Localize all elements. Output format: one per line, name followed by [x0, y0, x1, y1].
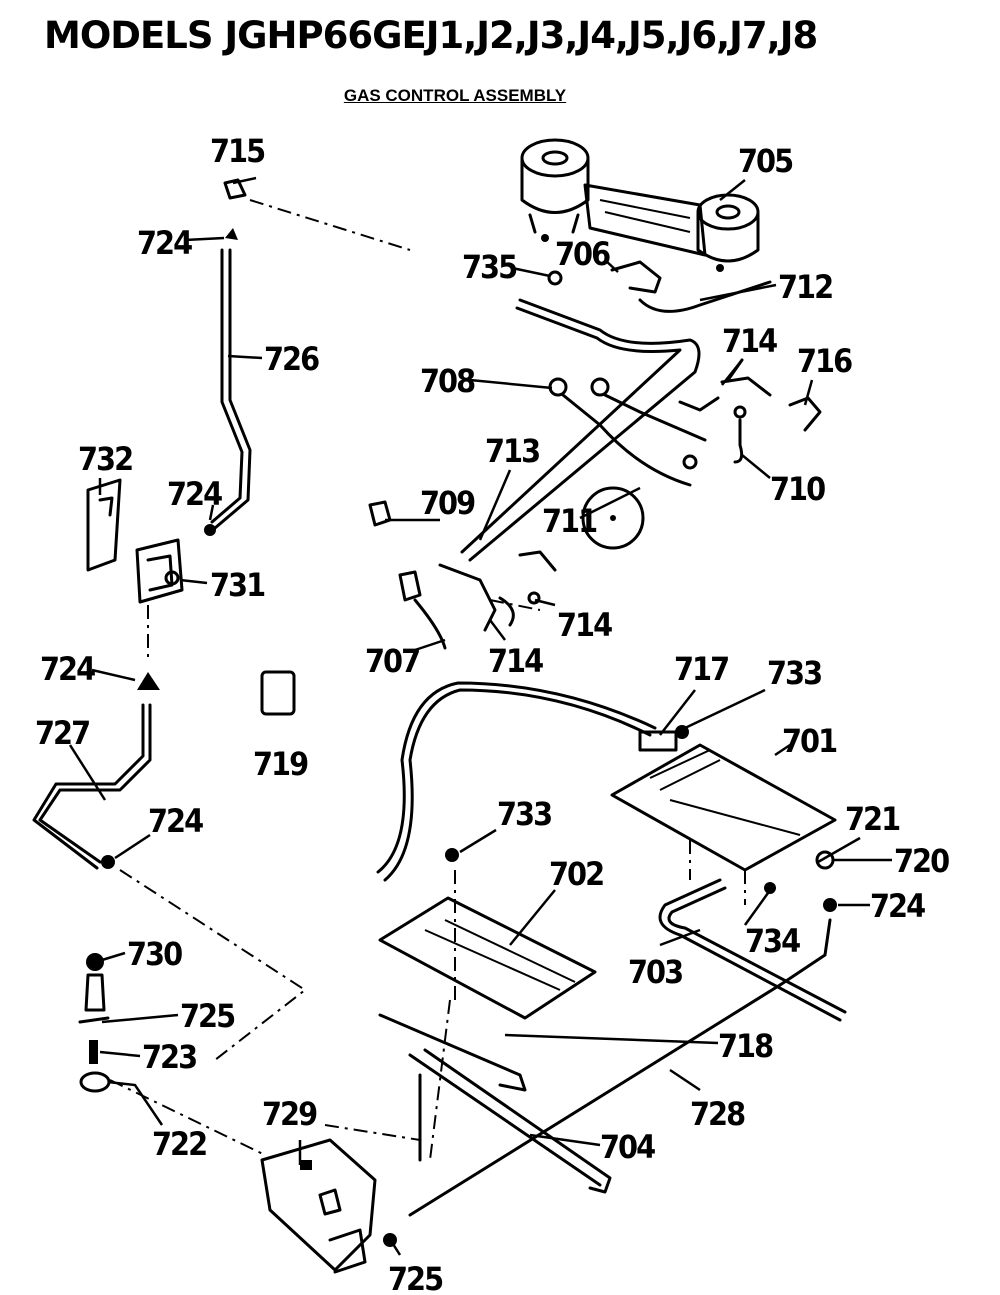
- label-726: 726: [264, 340, 319, 378]
- part-labels: 715 724 726 724 732 731 724 719 727 724 …: [35, 132, 951, 1295]
- label-702: 702: [549, 855, 603, 893]
- label-722: 722: [152, 1125, 206, 1163]
- label-731: 731: [210, 566, 265, 604]
- ignitor-711: [581, 486, 645, 550]
- burner-702: [378, 896, 597, 1020]
- label-724: 724: [137, 224, 192, 262]
- label-714: 714: [557, 606, 612, 644]
- label-714: 714: [488, 642, 543, 680]
- label-724: 724: [148, 802, 203, 840]
- leader-lines: [68, 176, 892, 1256]
- bracket-706: [547, 260, 772, 313]
- gas-tube-727: [32, 672, 160, 870]
- label-719: 719: [253, 745, 308, 783]
- label-717: 717: [674, 650, 728, 688]
- valves-lower-707-709-714: [368, 500, 557, 650]
- label-730: 730: [127, 935, 182, 973]
- label-729: 729: [262, 1095, 317, 1133]
- assembly-guide-lines: [109, 199, 746, 1161]
- burner-701: [376, 681, 837, 882]
- diagram-subtitle: GAS CONTROL ASSEMBLY: [343, 86, 567, 105]
- label-711: 711: [542, 502, 597, 540]
- page-title: MODELS JGHP66GEJ1,J2,J3,J4,J5,J6,J7,J8: [44, 14, 818, 57]
- label-714: 714: [722, 322, 777, 360]
- label-701: 701: [782, 722, 837, 760]
- label-706: 706: [555, 235, 610, 273]
- label-732: 732: [78, 440, 132, 478]
- gas-tube-726: [204, 178, 252, 536]
- plate-719: [260, 670, 296, 716]
- label-713: 713: [485, 432, 539, 470]
- label-710: 710: [770, 470, 825, 508]
- label-708: 708: [420, 362, 475, 400]
- label-734: 734: [745, 922, 800, 960]
- label-704: 704: [600, 1128, 655, 1166]
- label-728: 728: [690, 1095, 745, 1133]
- label-724: 724: [870, 887, 925, 925]
- label-720: 720: [894, 842, 949, 880]
- label-705: 705: [738, 142, 793, 180]
- label-724: 724: [40, 650, 95, 688]
- fastener-stack: [78, 953, 111, 1093]
- label-707: 707: [365, 642, 419, 680]
- lower-tubes: [378, 983, 782, 1217]
- label-725: 725: [388, 1260, 443, 1295]
- label-715: 715: [210, 132, 265, 170]
- label-723: 723: [142, 1038, 196, 1076]
- label-709: 709: [420, 484, 475, 522]
- gas-valve-729: [260, 1138, 397, 1274]
- regulator-bracket-731-732: [86, 478, 184, 604]
- burner-valve-assembly-705: [520, 138, 760, 272]
- label-724: 724: [167, 475, 222, 513]
- label-727: 727: [35, 714, 89, 752]
- label-725: 725: [180, 997, 235, 1035]
- label-721: 721: [845, 800, 900, 838]
- label-733: 733: [497, 795, 551, 833]
- label-716: 716: [797, 342, 852, 380]
- label-703: 703: [628, 953, 682, 991]
- label-712: 712: [778, 268, 832, 306]
- label-735: 735: [462, 248, 517, 286]
- label-718: 718: [718, 1027, 773, 1065]
- label-733: 733: [767, 654, 821, 692]
